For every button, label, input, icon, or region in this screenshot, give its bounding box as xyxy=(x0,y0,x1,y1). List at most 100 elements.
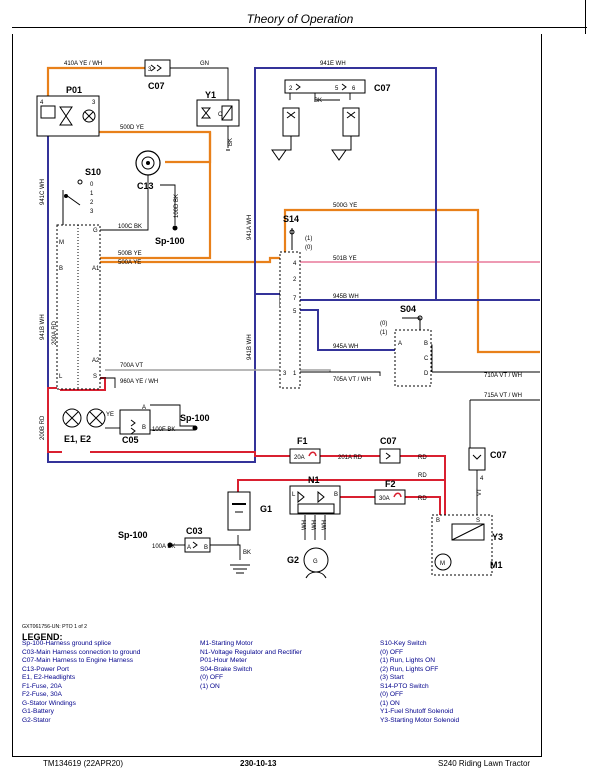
orange-wires xyxy=(46,66,540,354)
wire-410a: 410A YE / WH xyxy=(64,61,102,67)
sp100-splice-low xyxy=(167,542,173,548)
pin-c07-2: 2 xyxy=(289,86,293,92)
wire-941a: 941A WH xyxy=(247,215,253,240)
pin-g2-g: G xyxy=(313,559,318,565)
legend-entry: F2-Fuse, 30A xyxy=(22,691,62,698)
legend-entry: Y3-Starting Motor Solenoid xyxy=(380,716,460,724)
wire-960a: 960A YE / WH xyxy=(120,379,158,385)
legend-entry: M1-Starting Motor xyxy=(200,640,253,647)
s14-pto-switch xyxy=(279,228,301,389)
legend-entry: F1-Fuse, 20A xyxy=(22,682,62,690)
wire-941e: 941E WH xyxy=(320,61,346,67)
wire-bk-y1: BK xyxy=(228,138,234,146)
wire-100c: 100C BK xyxy=(118,224,142,230)
wire-500b: 500B YE xyxy=(118,251,142,257)
legend-entry: C07-Main Harness to Engine Harness xyxy=(22,657,134,664)
wire-wh1: WH xyxy=(302,520,308,530)
g2-label: G2 xyxy=(287,555,299,565)
wire-rd3: RD xyxy=(418,496,427,502)
pin-s04-c: C xyxy=(424,356,429,362)
legend-entry: Y1-Fuel Shutoff Solenoid xyxy=(380,708,454,715)
s04-brake-switch xyxy=(394,315,432,387)
c03-label: C03 xyxy=(186,526,203,536)
f2-fuse xyxy=(374,489,406,505)
wire-700a: 700A VT xyxy=(120,363,143,369)
s10-key-switch xyxy=(56,179,101,390)
black-wires xyxy=(100,67,540,560)
y3-m1-starter xyxy=(431,514,493,576)
c07-right-label: C07 xyxy=(374,83,391,93)
pin-s10-m: M xyxy=(59,240,64,246)
legend-heading: LEGEND: xyxy=(22,631,63,642)
footer-model: S240 Riding Lawn Tractor xyxy=(438,759,531,768)
p01-label: P01 xyxy=(66,85,82,95)
pin-c05-a: A xyxy=(142,405,146,411)
wire-vt: VT xyxy=(477,488,483,496)
pin-s04-d: D xyxy=(424,371,429,377)
pin-f1-amp: 20A xyxy=(294,455,305,461)
legend-col-1: Sp-100-Harness ground splice C03-Main Ha… xyxy=(22,640,140,725)
pin-c03-b: B xyxy=(204,545,208,551)
pin-s14-1b: 1 xyxy=(293,371,297,377)
wire-200a: 200A RD xyxy=(52,320,58,345)
f1-label: F1 xyxy=(297,436,308,446)
legend-entry: P01-Hour Meter xyxy=(200,657,247,664)
pin-c05-ye: YE xyxy=(106,412,114,418)
c13-label: C13 xyxy=(137,181,154,191)
footer-doc-id: TM134619 (22APR20) xyxy=(43,759,124,768)
pin-y3-s: S xyxy=(476,518,480,524)
wire-wh3: WH xyxy=(322,520,328,530)
pin-c07-6: 6 xyxy=(352,86,356,92)
y1-label: Y1 xyxy=(205,90,216,100)
c07-right-relays xyxy=(271,79,366,161)
wire-941b-left: 941B WH xyxy=(40,314,46,340)
y3-label: Y3 xyxy=(492,532,503,542)
pin-s10-1: 1 xyxy=(90,191,94,197)
f1-fuse xyxy=(289,448,321,464)
legend-entry: Sp-100-Harness ground splice xyxy=(22,640,112,647)
wire-941c: 941C WH xyxy=(40,179,46,205)
n1-label: N1 xyxy=(308,475,320,485)
legend-source: GXT061756-UN: PTO 1 of 2 xyxy=(22,624,88,630)
pin-s14-4: 4 xyxy=(293,261,297,267)
header-right-edge xyxy=(585,0,586,34)
pin-s10-3: 3 xyxy=(90,209,94,215)
c07-mid-connector xyxy=(379,448,401,464)
legend-entry: S10-Key Switch xyxy=(380,640,427,647)
pin-s14-5: 5 xyxy=(293,309,297,315)
wire-710a: 710A VT / WH xyxy=(484,373,522,379)
legend-entry: (1) Run, Lights ON xyxy=(380,657,435,664)
pin-c07-3: 3 xyxy=(148,67,152,73)
sp100-splice-upper xyxy=(172,225,178,231)
pin-c07-c: C xyxy=(218,112,223,118)
legend-entry: (2) Run, Lights OFF xyxy=(380,665,439,673)
wire-201a: 201A RD xyxy=(338,455,363,461)
legend-entry: E1, E2-Headlights xyxy=(22,674,76,681)
wire-500a: 500A YE xyxy=(118,260,141,266)
pin-s04-a: A xyxy=(398,341,402,347)
c07-mid-label: C07 xyxy=(380,436,397,446)
pin-s10-a2: A2 xyxy=(92,358,100,364)
pin-s10-a1: A1 xyxy=(92,266,100,272)
pin-s10-0: 0 xyxy=(90,182,94,188)
pin-s10-b: B xyxy=(59,266,63,272)
c07-bottom-right-connector xyxy=(468,447,486,471)
legend-entry: (0) OFF xyxy=(380,648,404,656)
pin-s10-s: S xyxy=(93,374,97,380)
blue-wires xyxy=(47,67,540,463)
c13-power-port xyxy=(135,150,161,176)
e1e2-label: E1, E2 xyxy=(64,434,91,444)
wire-945a: 945A WH xyxy=(333,344,358,350)
legend: GXT061756-UN: PTO 1 of 2 LEGEND: Sp-100-… xyxy=(22,623,577,724)
header-rule xyxy=(12,27,587,28)
g1-label: G1 xyxy=(260,504,272,514)
pin-c07-5: 5 xyxy=(335,86,339,92)
legend-entry: C03-Main Harness connection to ground xyxy=(22,648,141,656)
legend-entry: (1) ON xyxy=(380,699,400,707)
wire-rd1: RD xyxy=(418,455,427,461)
pin-s14-0: (0) xyxy=(305,245,312,251)
legend-entry: S04-Brake Switch xyxy=(200,665,253,673)
legend-entry: (1) ON xyxy=(200,682,220,690)
f2-label: F2 xyxy=(385,479,396,489)
pin-p01-3: 3 xyxy=(92,100,96,106)
